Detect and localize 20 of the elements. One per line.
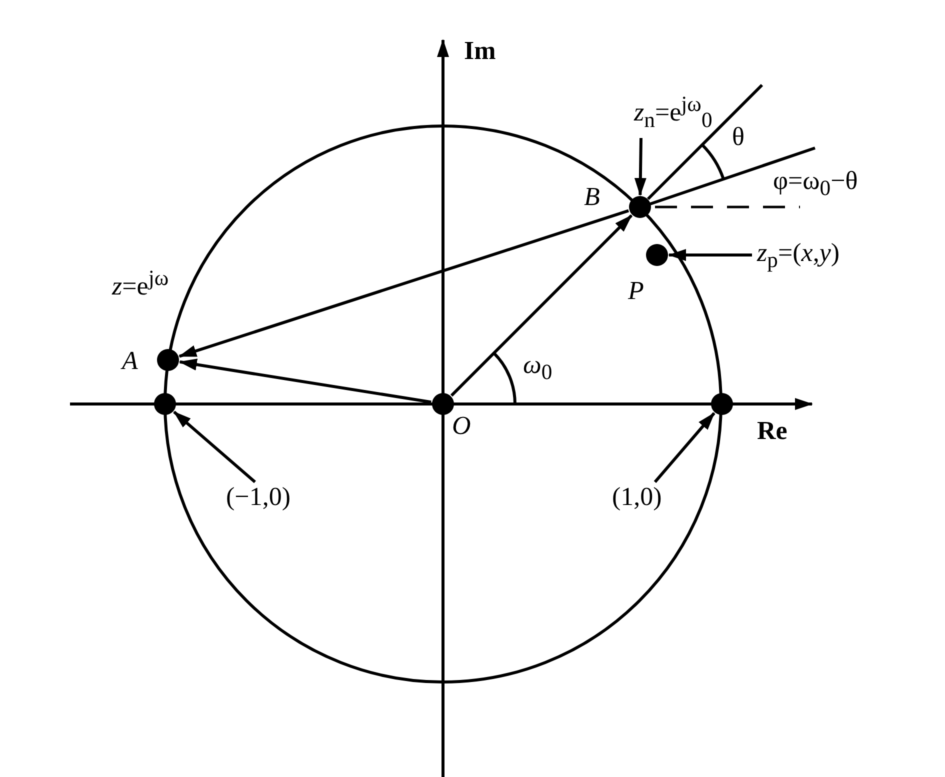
point-label: z$_{p}$=(x,y): [757, 240, 840, 272]
leader-line: [668, 249, 752, 261]
leader-line: [634, 138, 646, 196]
leader-line: [654, 412, 716, 483]
point-label: P: [628, 278, 644, 304]
point-label: O: [452, 413, 471, 439]
angle-label: θ: [732, 124, 744, 150]
arrow: [178, 358, 432, 404]
coordinate-label: (−1,0): [226, 484, 290, 510]
coordinate-label: (1,0): [612, 484, 662, 510]
angle-label: ω$_{0}$: [523, 352, 552, 384]
point-label: A: [122, 348, 138, 374]
arrow: [178, 209, 630, 358]
arrow: [450, 214, 633, 397]
axis-label: Re: [757, 418, 788, 444]
formula-label: z=e$^{jω}$: [112, 268, 169, 300]
formula-label: φ=ω$_{0}$−θ: [773, 168, 858, 200]
point-label: B: [584, 184, 600, 210]
leader-line: [173, 410, 256, 484]
axis-label: Im: [464, 38, 496, 64]
